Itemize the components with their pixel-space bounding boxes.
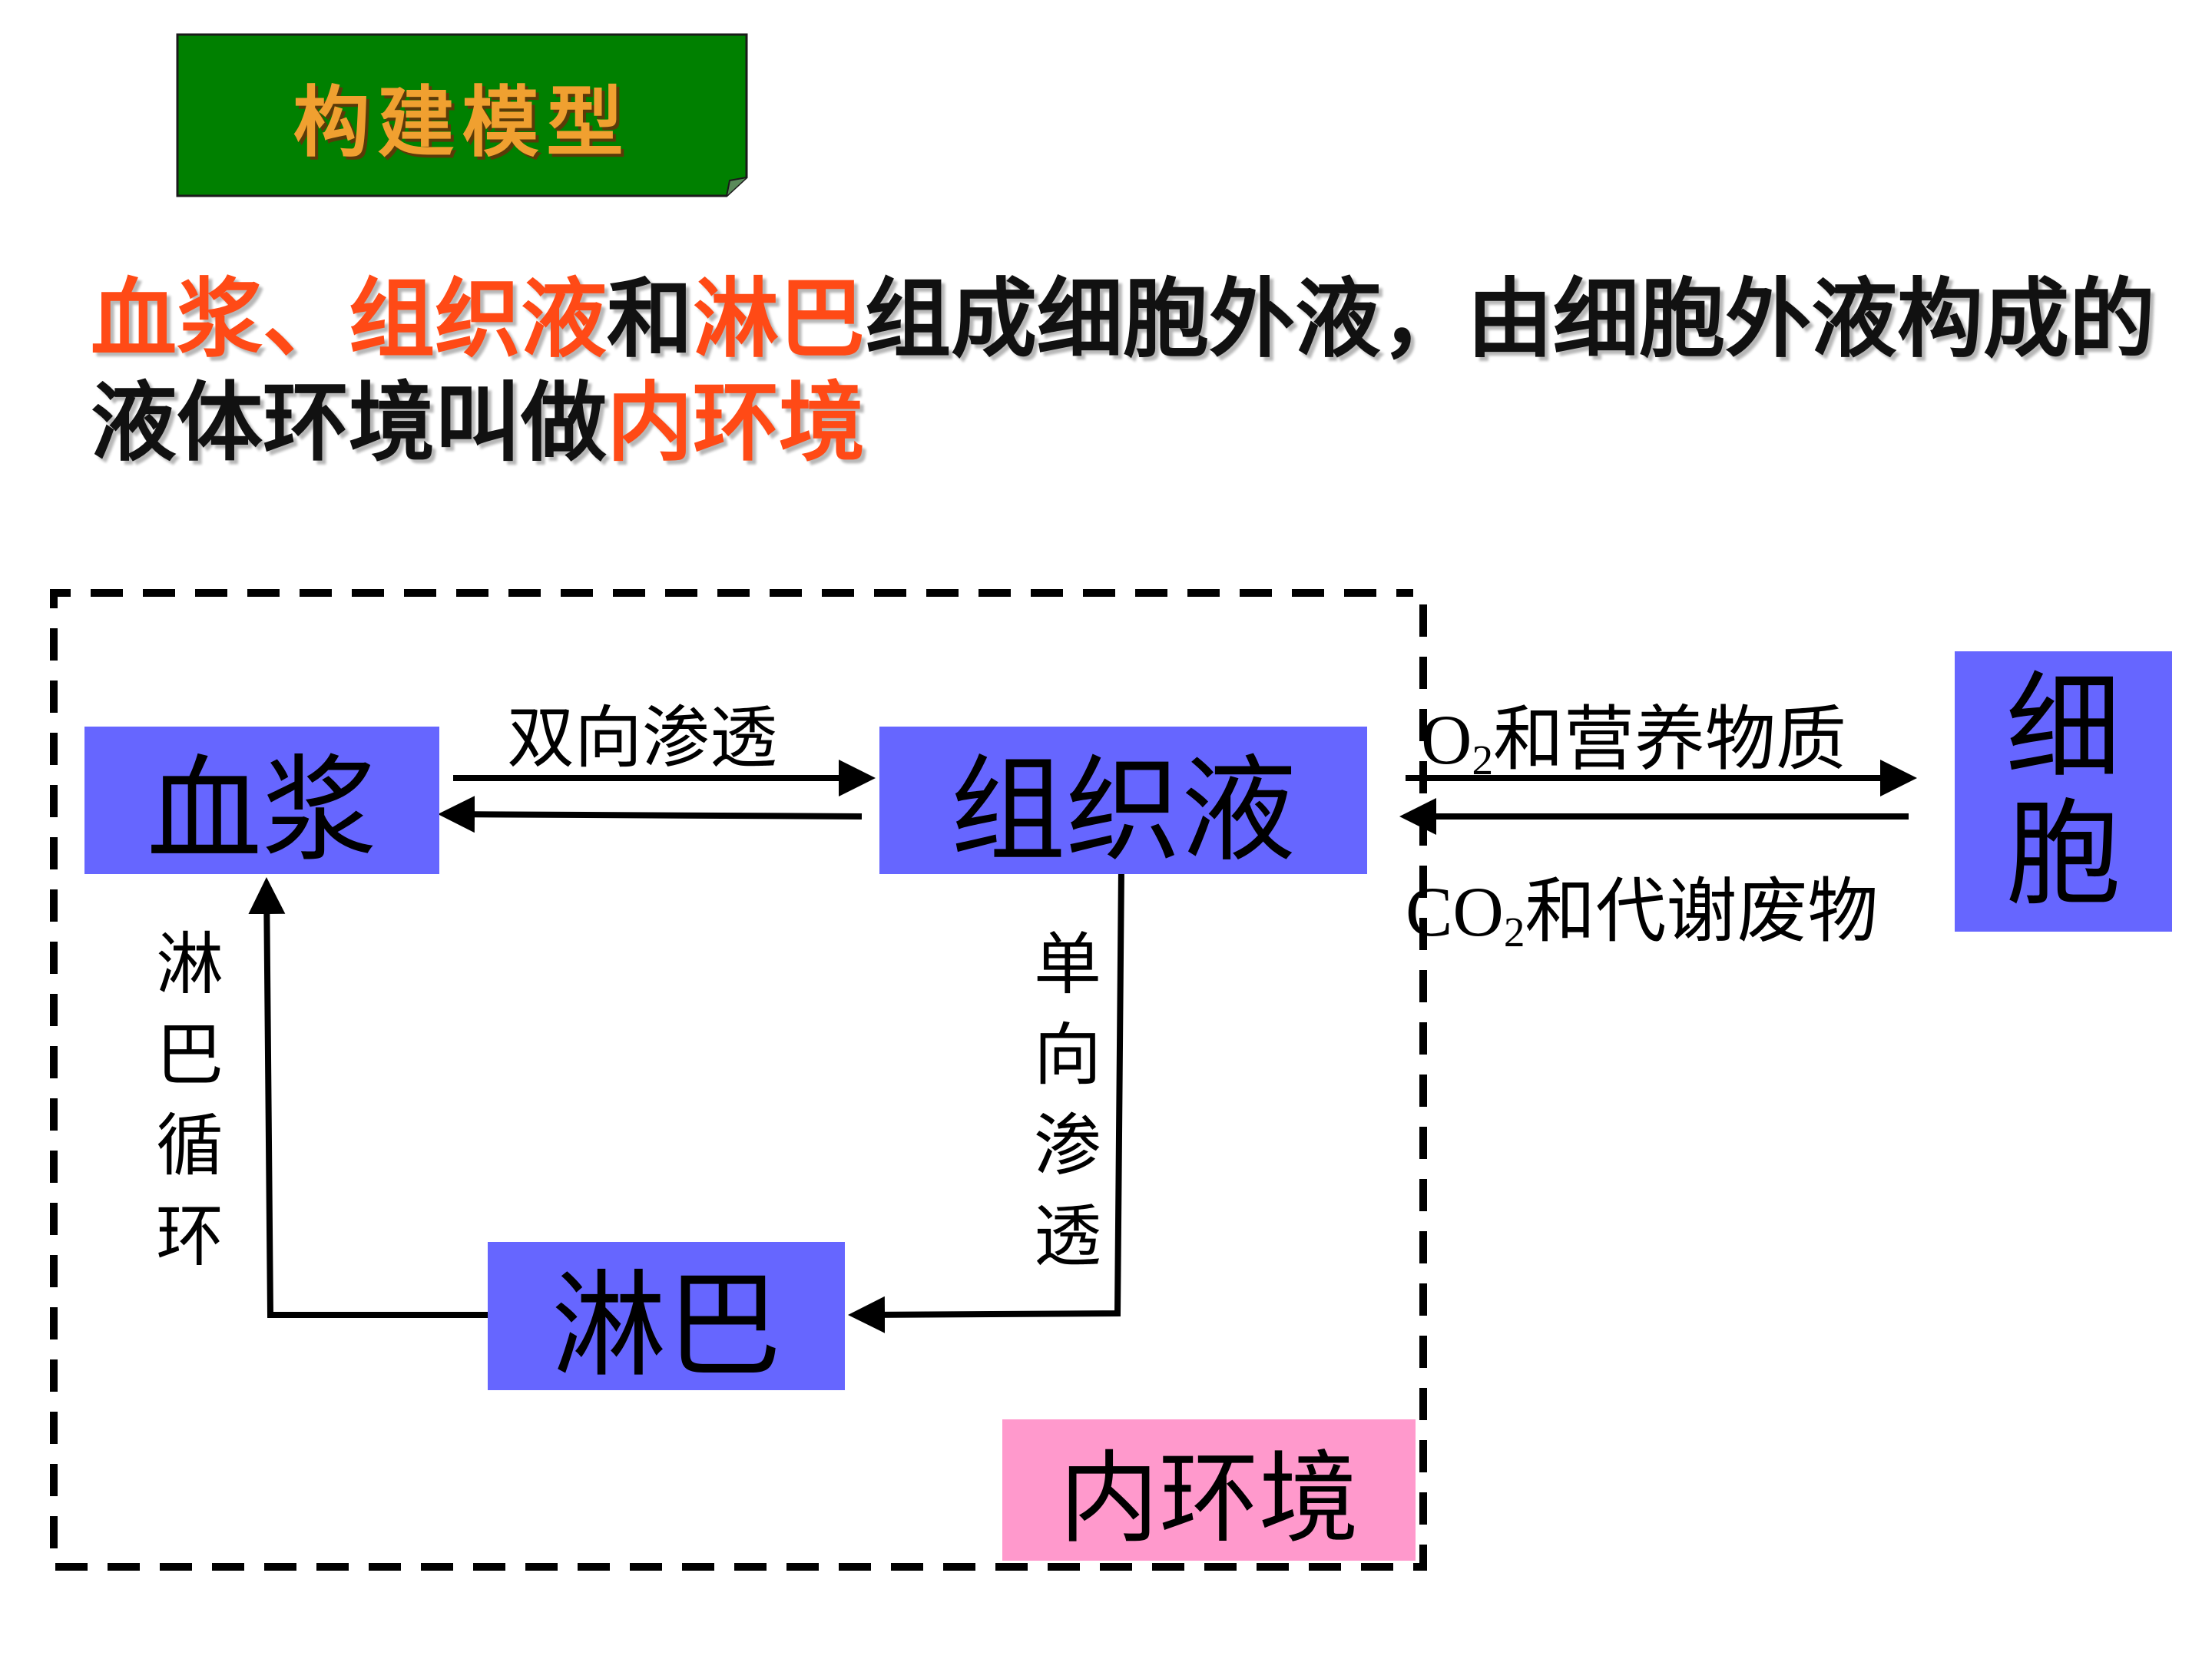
lymph-circulation-label: 淋 巴 循 环: [151, 919, 228, 1282]
definition-segment: 和: [607, 269, 693, 369]
definition-segment: 血浆、组织液: [91, 269, 607, 369]
o2-label-text: 和营养物质: [1493, 698, 1847, 780]
arrow-lymph-to-plasma: [248, 877, 488, 1318]
vertical-char: 透: [1033, 1197, 1101, 1276]
definition-segment: 内环境: [607, 373, 865, 473]
vertical-char: 巴: [155, 1015, 224, 1094]
vertical-char: 循: [155, 1106, 224, 1185]
bidirectional-osmosis-label: 双向渗透: [507, 698, 778, 777]
cell-box: 细 胞: [1955, 651, 2172, 932]
vertical-char: 向: [1033, 1015, 1101, 1094]
arrow-tissue-to-plasma: [438, 796, 863, 833]
co2-label-text: 和代谢废物: [1525, 870, 1879, 952]
vertical-char: 渗: [1033, 1106, 1101, 1185]
slide-title: 构建模型: [293, 77, 631, 167]
oxygen-nutrients-label: O2和营养物质: [1421, 682, 1846, 784]
title-tab-shape: [176, 33, 748, 197]
plasma-label: 血浆: [146, 743, 377, 878]
vertical-char: 环: [155, 1197, 224, 1276]
cell-label-char: 细: [2005, 661, 2121, 795]
vertical-char: 淋: [155, 925, 224, 1004]
cell-label-char: 胞: [2005, 787, 2121, 922]
co2-subscript: 2: [1503, 908, 1525, 955]
o2-symbol: O: [1421, 700, 1472, 779]
vertical-char: 单: [1033, 925, 1101, 1004]
co2-symbol: CO: [1406, 873, 1504, 951]
tissue-fluid-label: 组织液: [950, 743, 1296, 878]
lymph-label: 淋巴: [551, 1260, 782, 1393]
lymph-box: 淋巴: [488, 1242, 845, 1393]
plasma-box: 血浆: [84, 727, 439, 878]
internal-environment-label-box: 内环境: [1002, 1419, 1416, 1561]
o2-subscript: 2: [1472, 736, 1494, 783]
internal-environment-label: 内环境: [1058, 1440, 1359, 1557]
definition-segment: 组成细胞外液，由细胞外液构成的液体环境叫做: [91, 269, 2155, 473]
internal-environment-boundary: [50, 589, 1427, 1571]
one-way-osmosis-label: 单 向 渗 透: [1029, 919, 1106, 1282]
definition-segment: 淋巴: [693, 269, 865, 369]
tissue-fluid-box: 组织液: [879, 727, 1367, 878]
co2-waste-label: CO2和代谢废物: [1406, 854, 1878, 956]
arrow-tissue-to-lymph: [848, 867, 1124, 1333]
definition-text: 血浆、组织液和淋巴组成细胞外液，由细胞外液构成的液体环境叫做内环境: [91, 267, 2164, 475]
